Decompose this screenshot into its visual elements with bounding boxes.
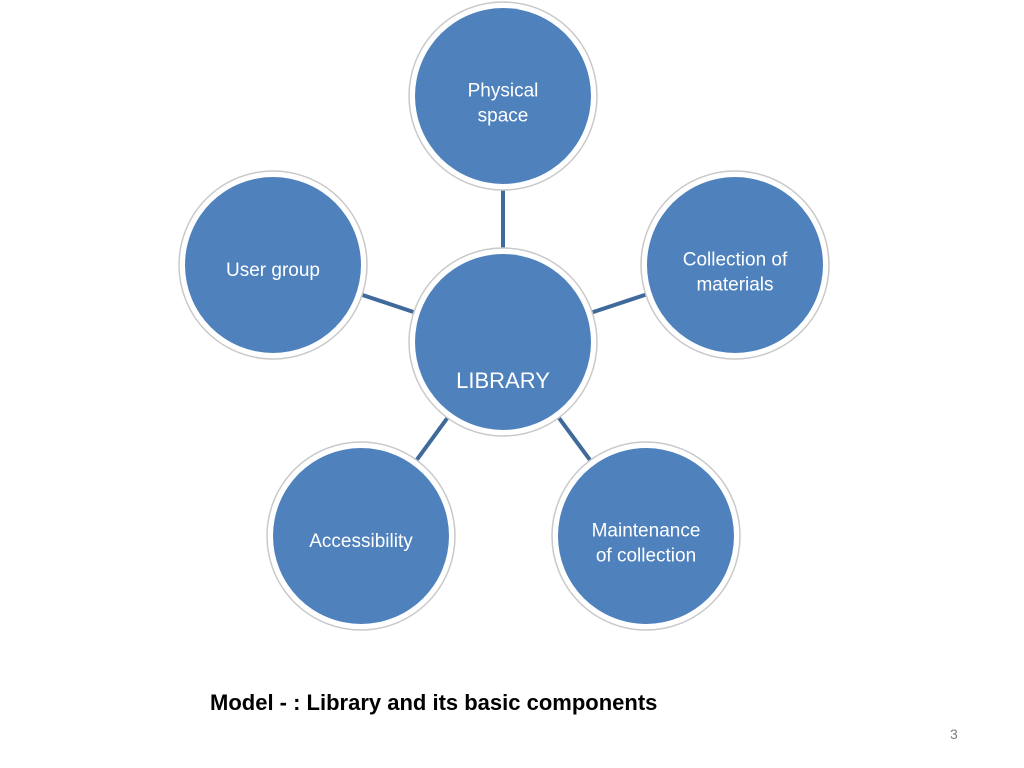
node-library-center-circle (415, 254, 591, 430)
node-physical-space: Physical space (408, 1, 598, 191)
node-accessibility: Accessibility (266, 441, 456, 631)
node-library-center: LIBRARY (408, 247, 598, 437)
node-physical-space-label-line-1: Physical (468, 81, 539, 102)
node-physical-space-circle (415, 8, 591, 184)
connectors (361, 190, 647, 462)
connector-collection-of-materials (591, 292, 647, 315)
node-collection-of-materials-label-line-1: Collection of (683, 250, 788, 271)
node-physical-space-label-line-2: space (478, 106, 529, 127)
connector-user-group (361, 292, 415, 315)
node-collection-of-materials-label-line-2: materials (696, 275, 773, 296)
node-maintenance-of-collection: Maintenance of collection (551, 441, 741, 631)
node-user-group-label-line-1: User group (226, 260, 320, 281)
node-accessibility-circle (273, 448, 449, 624)
connector-maintenance-of-collection (557, 416, 592, 462)
node-maintenance-of-collection-label-line-1: Maintenance (592, 521, 701, 542)
diagram-caption: Model - : Library and its basic componen… (210, 690, 658, 715)
node-maintenance-of-collection-label-line-2: of collection (596, 546, 696, 567)
node-collection-of-materials-circle (647, 177, 823, 353)
node-maintenance-of-collection-circle (558, 448, 734, 624)
node-accessibility-label-line-1: Accessibility (309, 531, 413, 552)
node-library-center-label-line-1: LIBRARY (456, 368, 550, 393)
node-user-group: User group (178, 170, 368, 360)
connector-accessibility (414, 416, 450, 462)
node-collection-of-materials: Collection of materials (640, 170, 830, 360)
node-user-group-circle (185, 177, 361, 353)
page-number: 3 (950, 726, 958, 742)
